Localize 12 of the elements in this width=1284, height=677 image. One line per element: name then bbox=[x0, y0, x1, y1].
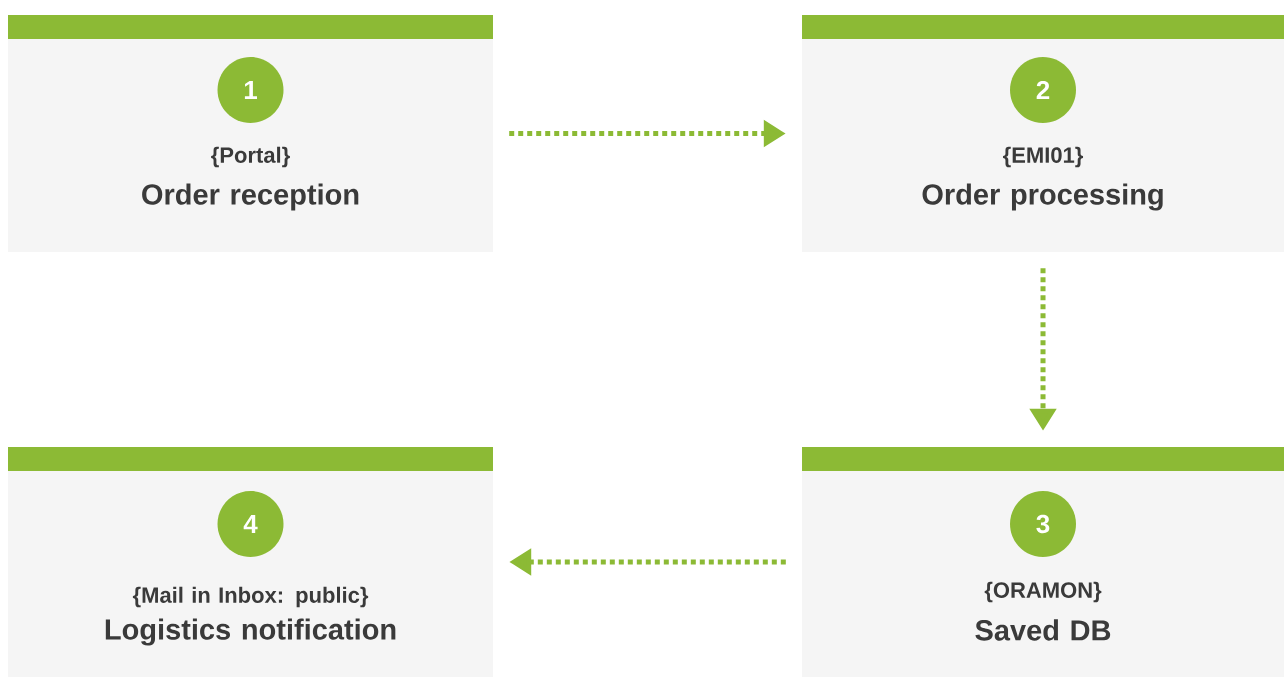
system-label: {EMI01} bbox=[1003, 146, 1084, 168]
step-number: 3 bbox=[1010, 491, 1076, 557]
system-label: {Mail in Inbox: public} bbox=[132, 586, 369, 608]
system-label: {ORAMON} bbox=[984, 581, 1102, 603]
step-title: Saved DB bbox=[975, 619, 1111, 641]
system-label: {Portal} bbox=[211, 146, 290, 168]
step-number: 4 bbox=[217, 491, 284, 557]
step-title: Logistics notification bbox=[105, 618, 396, 646]
step-number: 2 bbox=[1010, 57, 1076, 123]
step-number: 1 bbox=[217, 57, 284, 123]
step-title: Order processing bbox=[922, 183, 1163, 211]
step-title: Order reception bbox=[142, 183, 359, 211]
